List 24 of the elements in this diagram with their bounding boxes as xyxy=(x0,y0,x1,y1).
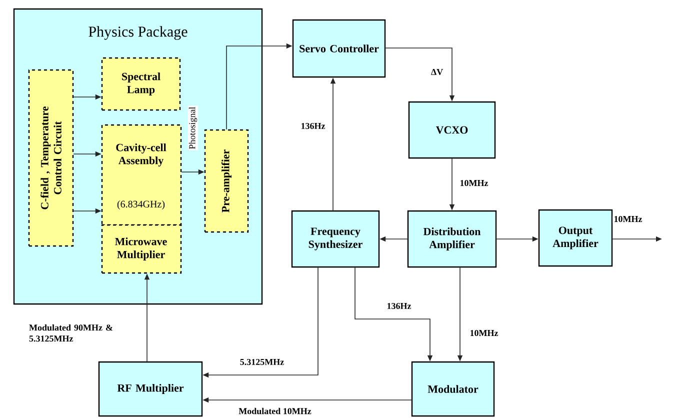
edge-label: 10MHz xyxy=(468,328,500,338)
box-label: RF Multiplier xyxy=(117,384,184,394)
edge-label: 5.3125MHz xyxy=(238,358,286,366)
edge-label: ΔV xyxy=(431,68,443,76)
box-label: Microwave Multiplier xyxy=(115,238,167,260)
edge-label: Modulated 90MHz & 5.3125MHz xyxy=(28,323,120,343)
box-label: Cavity-cell Assembly xyxy=(116,144,166,166)
edge-label: 10MHz xyxy=(458,178,490,188)
box-label: Pre-amplifier xyxy=(221,150,232,212)
box-label: Distribution Amplifier xyxy=(423,228,481,250)
box-label: Output Amplifier xyxy=(552,226,598,250)
edge-label: 136Hz xyxy=(300,122,326,130)
panel-title: Physics Package xyxy=(88,26,188,40)
edge-label: Photosignal xyxy=(188,106,198,150)
box-label: VCXO xyxy=(436,126,468,134)
edge-label: 10MHz xyxy=(612,214,644,224)
box-label: Frequency Synthesizer xyxy=(308,228,362,250)
box-label: Servo Controller xyxy=(300,44,379,52)
edge-label: Modulated 10MHz xyxy=(238,406,312,416)
edge-label: 136Hz xyxy=(386,302,412,310)
box-label: Spectral Lamp xyxy=(122,72,160,96)
box-label: C-field , Temperature Control Circuit xyxy=(40,106,62,210)
box-label: (6.834GHz) xyxy=(117,200,165,210)
box-label: Modulator xyxy=(428,385,478,393)
